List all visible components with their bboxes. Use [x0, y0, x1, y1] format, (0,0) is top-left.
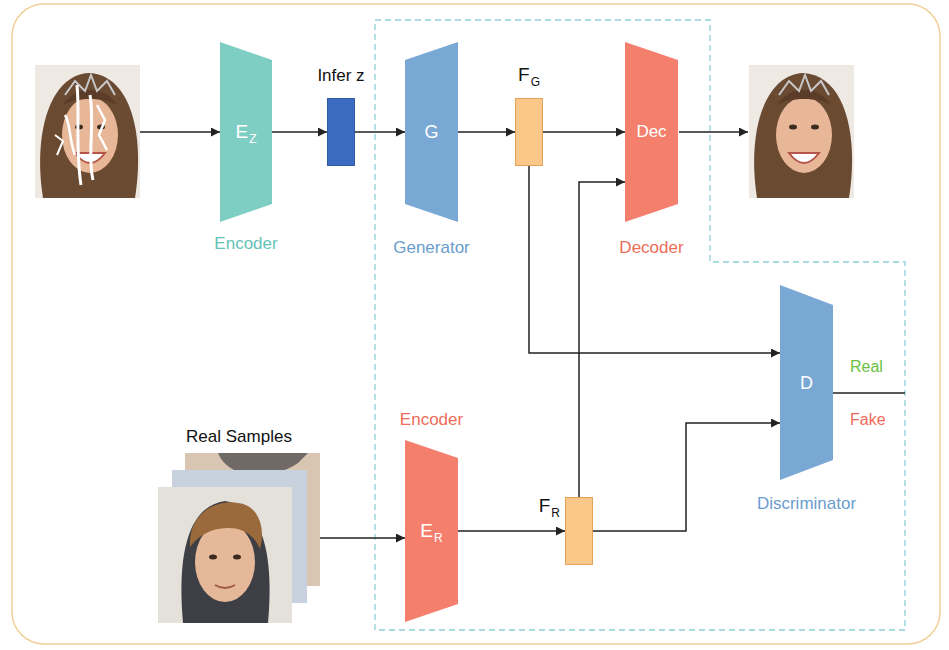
node-label: Generator: [393, 238, 470, 258]
flow-arrow: [272, 131, 327, 133]
node-label: D: [800, 372, 813, 393]
fake-output-label: Fake: [850, 411, 886, 429]
text-group: Decoder: [619, 238, 683, 258]
real-output-label: Real: [850, 358, 883, 376]
node-label: G: [424, 122, 438, 143]
text-group: D: [800, 372, 813, 393]
flow-arrow: [593, 423, 780, 531]
sample-face-photo: [158, 487, 292, 623]
feature-block: [328, 99, 355, 166]
text-group: FR: [539, 495, 560, 517]
node-label: E: [420, 520, 433, 542]
flow-arrow: [355, 131, 405, 133]
real-samples-stack-outline: [158, 453, 320, 623]
trapezoid-shape: [780, 285, 833, 480]
node-label: Discriminator: [757, 494, 856, 514]
text-group: Encoder: [214, 234, 277, 254]
latent-vector: Infer z: [327, 98, 355, 166]
feature-map: FR: [565, 497, 593, 565]
trapezoid-shape: [405, 440, 458, 622]
encoder-trapezoid: EncoderER: [405, 440, 458, 622]
node-label: Encoder: [214, 234, 277, 254]
node-label: Real Samples: [186, 427, 292, 447]
real-samples-stack: Real Samples: [158, 453, 320, 623]
text-group: FG: [518, 64, 540, 86]
node-label: F: [518, 64, 530, 86]
node-label: Decoder: [619, 238, 683, 258]
trapezoid-shape: [625, 42, 678, 222]
feature-map-outline: [565, 497, 593, 565]
text-group: Discriminator: [757, 494, 856, 514]
feature-map: FG: [515, 98, 543, 166]
feature-block: [516, 99, 543, 166]
node-label: Infer z: [317, 66, 364, 86]
flow-arrow: [543, 131, 625, 133]
subscript: Z: [249, 133, 256, 147]
node-label: Encoder: [400, 410, 463, 430]
discriminator-output-line: [833, 392, 905, 394]
node-label: Dec: [636, 122, 666, 142]
text-group: ER: [420, 520, 442, 542]
text-group: EZ: [235, 121, 256, 143]
restored-output-image: [749, 65, 854, 198]
gan-region: [375, 20, 905, 630]
flow-arrow: [458, 131, 515, 133]
text-group: Generator: [393, 238, 470, 258]
text-group: Dec: [636, 122, 666, 142]
text-group: G: [424, 122, 438, 143]
subscript: R: [551, 507, 560, 521]
output-arrow: [679, 131, 748, 133]
text-group: Infer z: [317, 66, 364, 86]
generator-trapezoid: GGenerator: [405, 42, 458, 222]
text-group: Encoder: [400, 410, 463, 430]
trapezoid-shape: [220, 42, 272, 222]
outer-frame: [12, 4, 940, 644]
node-label: F: [539, 495, 551, 517]
decoder-trapezoid: DecDecoder: [625, 42, 678, 222]
latent-vector-outline: [327, 98, 355, 166]
trapezoid-shape: [405, 42, 458, 222]
flow-arrow: [458, 530, 565, 532]
subscript: G: [531, 76, 540, 90]
node-label: E: [235, 121, 248, 143]
encoder-trapezoid: EZEncoder: [220, 42, 272, 222]
flow-arrow: [579, 182, 625, 497]
masked-input-image: [35, 65, 140, 198]
subscript: R: [434, 532, 443, 546]
feature-block: [566, 498, 593, 565]
text-group: Real Samples: [186, 427, 292, 447]
feature-map-outline: [515, 98, 543, 166]
flow-arrow: [320, 537, 405, 539]
discriminator-trapezoid: DDiscriminator: [780, 285, 833, 480]
input-arrow: [140, 131, 220, 133]
